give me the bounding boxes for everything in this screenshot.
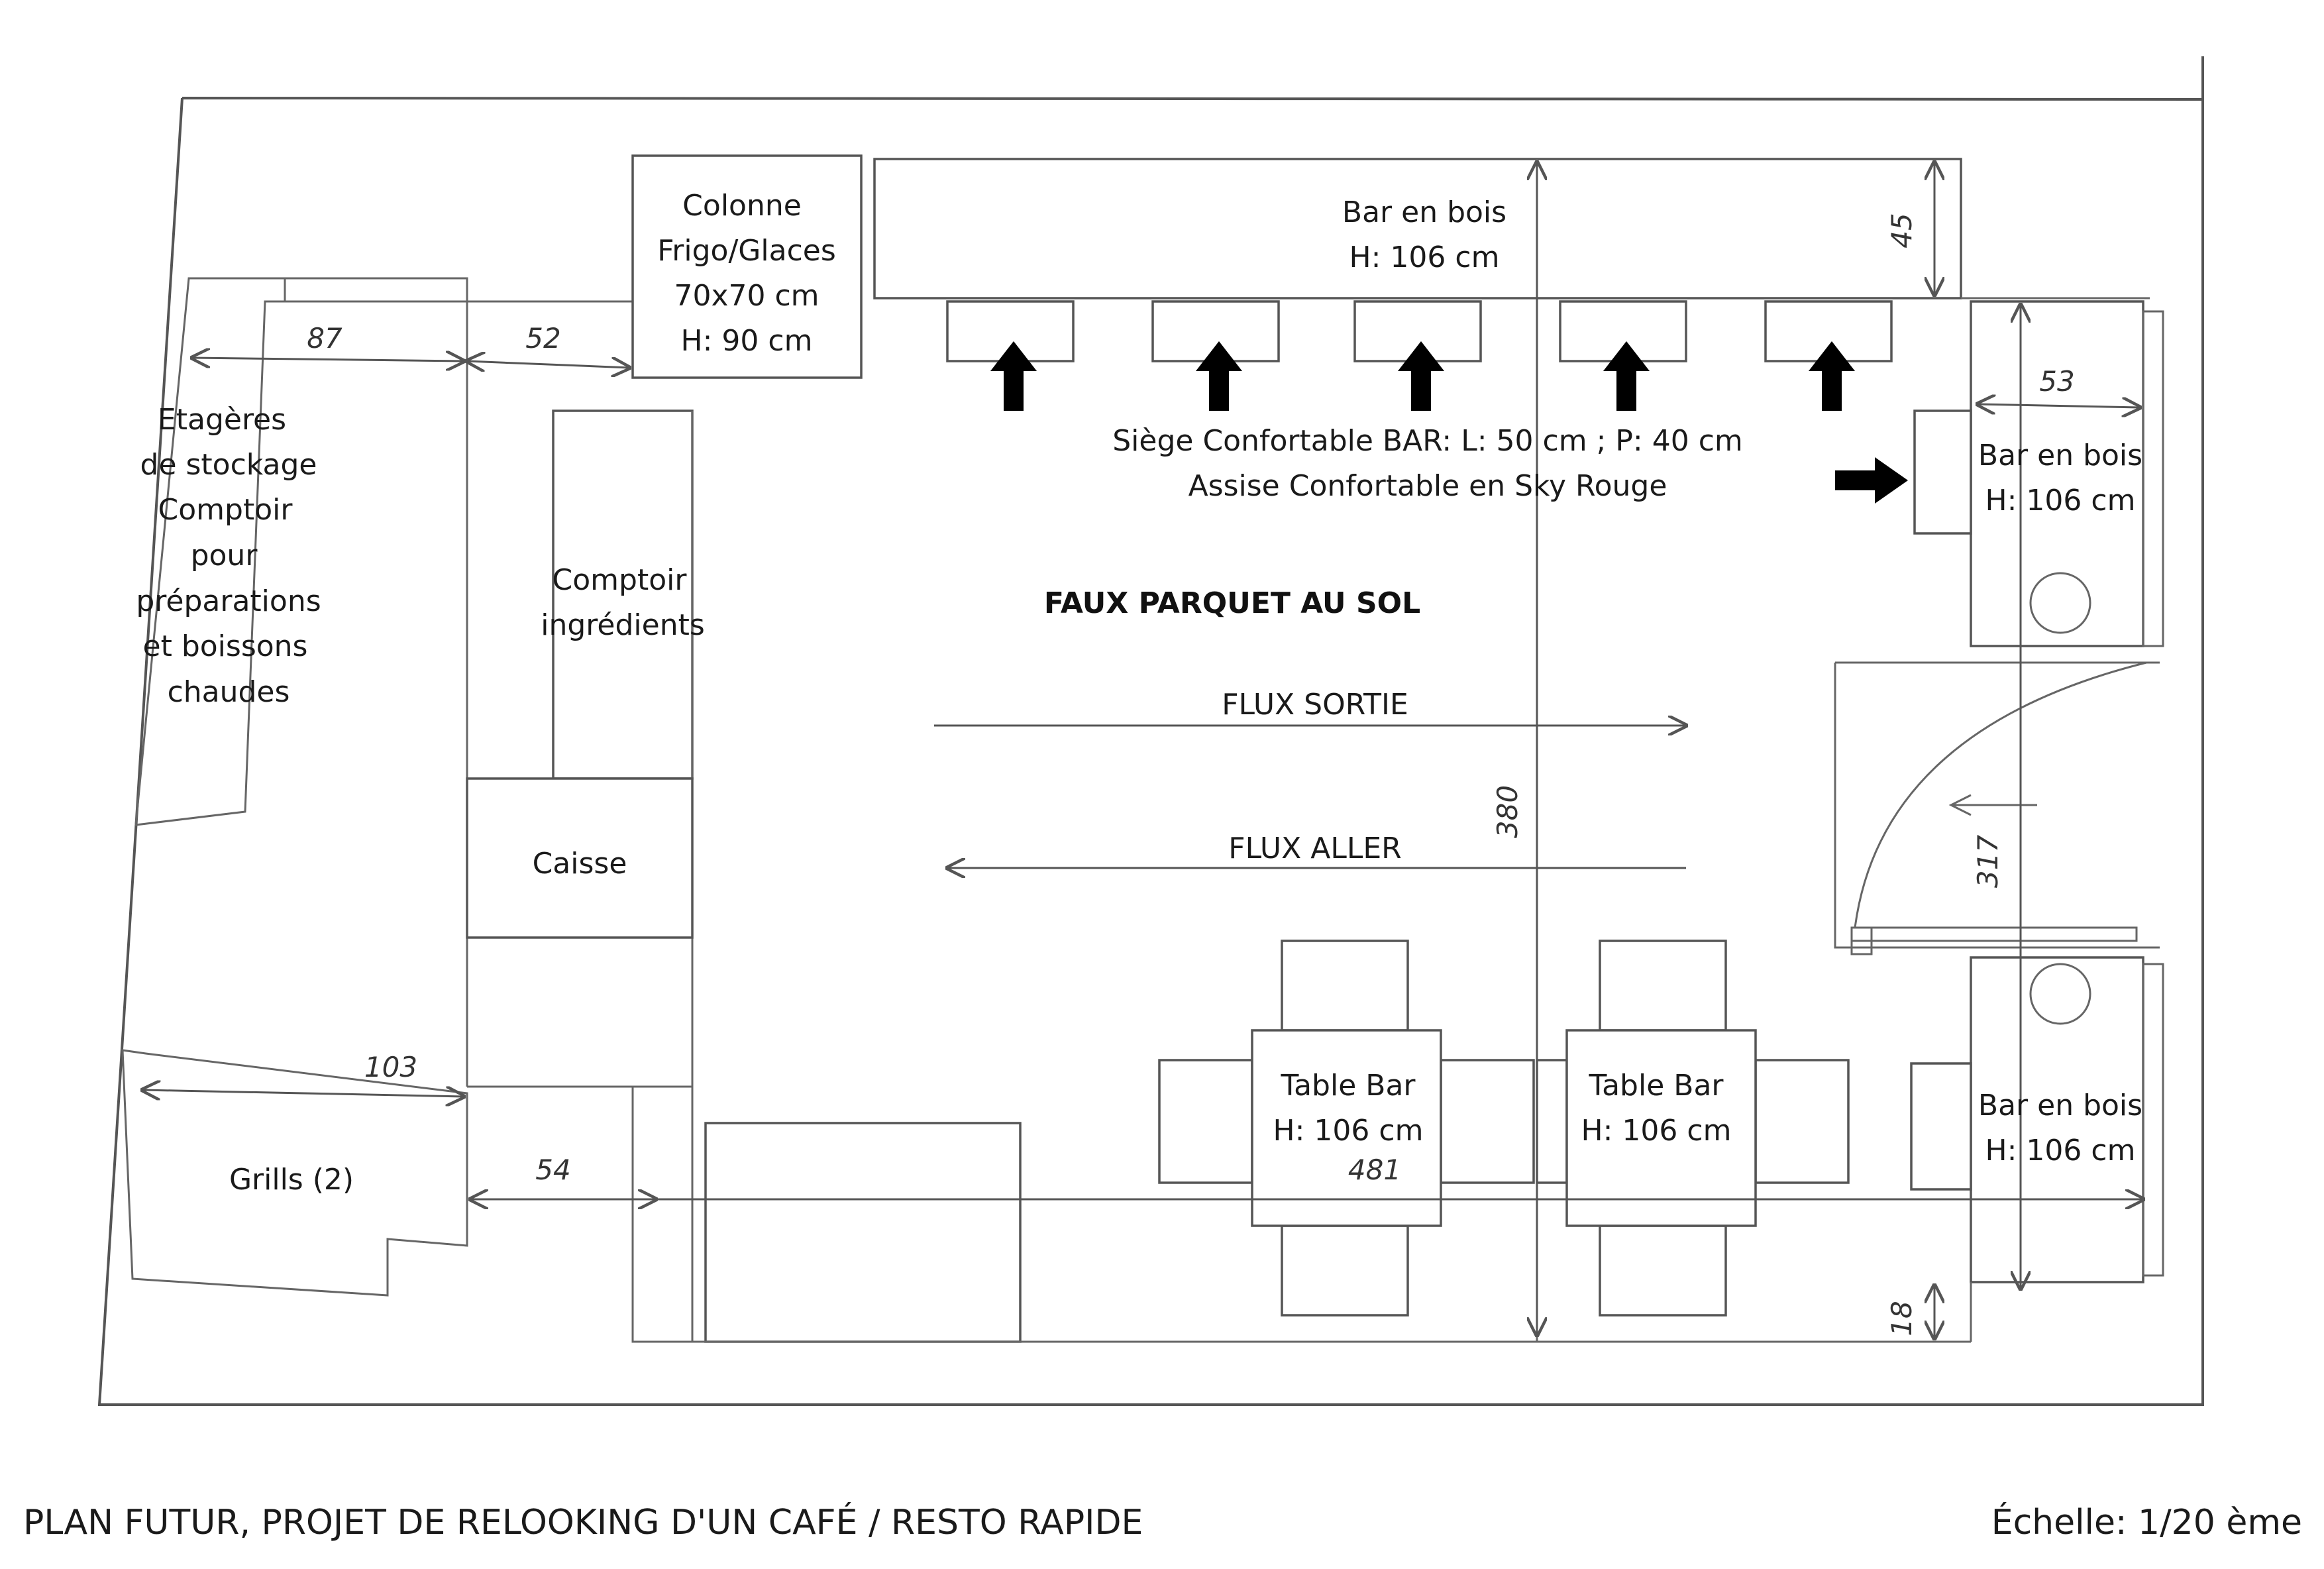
svg-text:Etagères: Etagères: [158, 403, 286, 437]
svg-text:pour: pour: [191, 539, 258, 572]
svg-text:Table Bar: Table Bar: [1588, 1069, 1724, 1103]
svg-text:H: 106 cm: H: 106 cm: [1985, 484, 2136, 517]
svg-text:préparations: préparations: [136, 584, 321, 618]
grills-label: Grills (2): [229, 1163, 354, 1197]
comptoir-ingredients-box: [552, 409, 694, 1342]
siege-label: Siège Confortable BAR: L: 50 cm ; P: 40 …: [1112, 424, 1743, 503]
svg-text:Comptoir: Comptoir: [158, 493, 293, 527]
table-bar-2-shape: [1536, 940, 1850, 1317]
bar-right-top-label: Bar en bois H: 106 cm: [1978, 439, 2142, 517]
door: [1834, 661, 2160, 955]
lower-counters: [467, 1085, 1972, 1343]
stool-arrow-icons: [990, 341, 1908, 504]
svg-text:Comptoir: Comptoir: [553, 563, 688, 597]
colonne-frigo-box: [631, 154, 863, 379]
svg-text:H: 106 cm: H: 106 cm: [1581, 1114, 1732, 1148]
dim-481: 481: [1348, 1154, 1401, 1186]
table-bar-2-label: Table Bar H: 106 cm: [1581, 1069, 1732, 1148]
caisse-box: [466, 777, 694, 939]
caisse-label: Caisse: [533, 847, 627, 881]
svg-text:Colonne: Colonne: [682, 189, 802, 223]
svg-text:Assise Confortable en Sky Roug: Assise Confortable en Sky Rouge: [1188, 469, 1667, 503]
svg-text:H: 106 cm: H: 106 cm: [1349, 241, 1500, 274]
svg-text:de stockage: de stockage: [140, 448, 317, 482]
dim-317: 317: [1972, 835, 2004, 888]
dimension-lines: [142, 162, 2143, 1338]
dim-18: 18: [1885, 1301, 1918, 1336]
bar-top-label: Bar en bois H: 106 cm: [1342, 195, 1506, 274]
comptoir-ingredients-label: Comptoir ingrédients: [541, 563, 705, 642]
bar-right-top-shape: [1913, 300, 2164, 647]
svg-text:Bar en bois: Bar en bois: [1978, 439, 2142, 472]
table-bar-1-label: Table Bar H: 106 cm: [1273, 1069, 1424, 1148]
dim-45: 45: [1885, 213, 1918, 248]
svg-text:Table Bar: Table Bar: [1280, 1069, 1416, 1103]
flux-aller-label: FLUX ALLER: [1228, 832, 1401, 865]
arrow-up-icon: [1196, 341, 1242, 411]
svg-text:Bar en bois: Bar en bois: [1342, 195, 1506, 229]
dim-87: 87: [307, 322, 343, 354]
svg-text:Siège Confortable BAR: L: 50 c: Siège Confortable BAR: L: 50 cm ; P: 40 …: [1112, 424, 1743, 458]
arrow-up-icon: [1398, 341, 1444, 411]
arrow-right-icon: [1835, 457, 1908, 504]
flow-arrows: [934, 726, 1686, 868]
scale-label: Échelle: 1/20 ème: [1991, 1502, 2302, 1542]
svg-text:et boissons: et boissons: [143, 629, 308, 663]
arrow-left-icon: [1948, 794, 2037, 816]
arrow-up-icon: [1603, 341, 1650, 411]
svg-text:H: 106 cm: H: 106 cm: [1273, 1114, 1424, 1148]
arrow-up-icon: [1809, 341, 1855, 411]
svg-text:chaudes: chaudes: [168, 675, 290, 709]
outer-walls: [97, 56, 2204, 1406]
etageres-counter-shape: [134, 277, 636, 1087]
table-bar-1-shape: [1158, 940, 1535, 1317]
svg-text:70x70 cm: 70x70 cm: [674, 279, 819, 313]
bar-stools: [946, 300, 1893, 362]
svg-text:ingrédients: ingrédients: [541, 608, 705, 642]
dim-53: 53: [2039, 365, 2074, 398]
svg-text:Frigo/Glaces: Frigo/Glaces: [657, 234, 836, 268]
arrow-up-icon: [990, 341, 1037, 411]
dim-103: 103: [364, 1051, 417, 1083]
svg-text:H: 90 cm: H: 90 cm: [681, 324, 813, 358]
svg-text:Bar en bois: Bar en bois: [1978, 1089, 2142, 1122]
dim-52: 52: [525, 322, 560, 354]
bar-right-bottom-shape: [1910, 956, 2164, 1283]
colonne-label: Colonne Frigo/Glaces 70x70 cm H: 90 cm: [657, 189, 836, 358]
bar-right-bottom-label: Bar en bois H: 106 cm: [1978, 1089, 2142, 1167]
bar-top-shape: [873, 158, 2150, 1342]
etageres-label: Etagères de stockage Comptoir pour prépa…: [136, 403, 321, 709]
faux-parquet-label: FAUX PARQUET AU SOL: [1044, 586, 1420, 620]
svg-text:H: 106 cm: H: 106 cm: [1985, 1134, 2136, 1167]
plan-title: PLAN FUTUR, PROJET DE RELOOKING D'UN CAF…: [23, 1502, 1143, 1542]
dim-380: 380: [1491, 785, 1524, 838]
dimension-labels: 87 52 45 53 380 317 103 54 481 18: [307, 213, 2074, 1336]
dim-54: 54: [535, 1154, 570, 1186]
flux-sortie-label: FLUX SORTIE: [1222, 688, 1408, 722]
grills-shape: [121, 1049, 468, 1297]
